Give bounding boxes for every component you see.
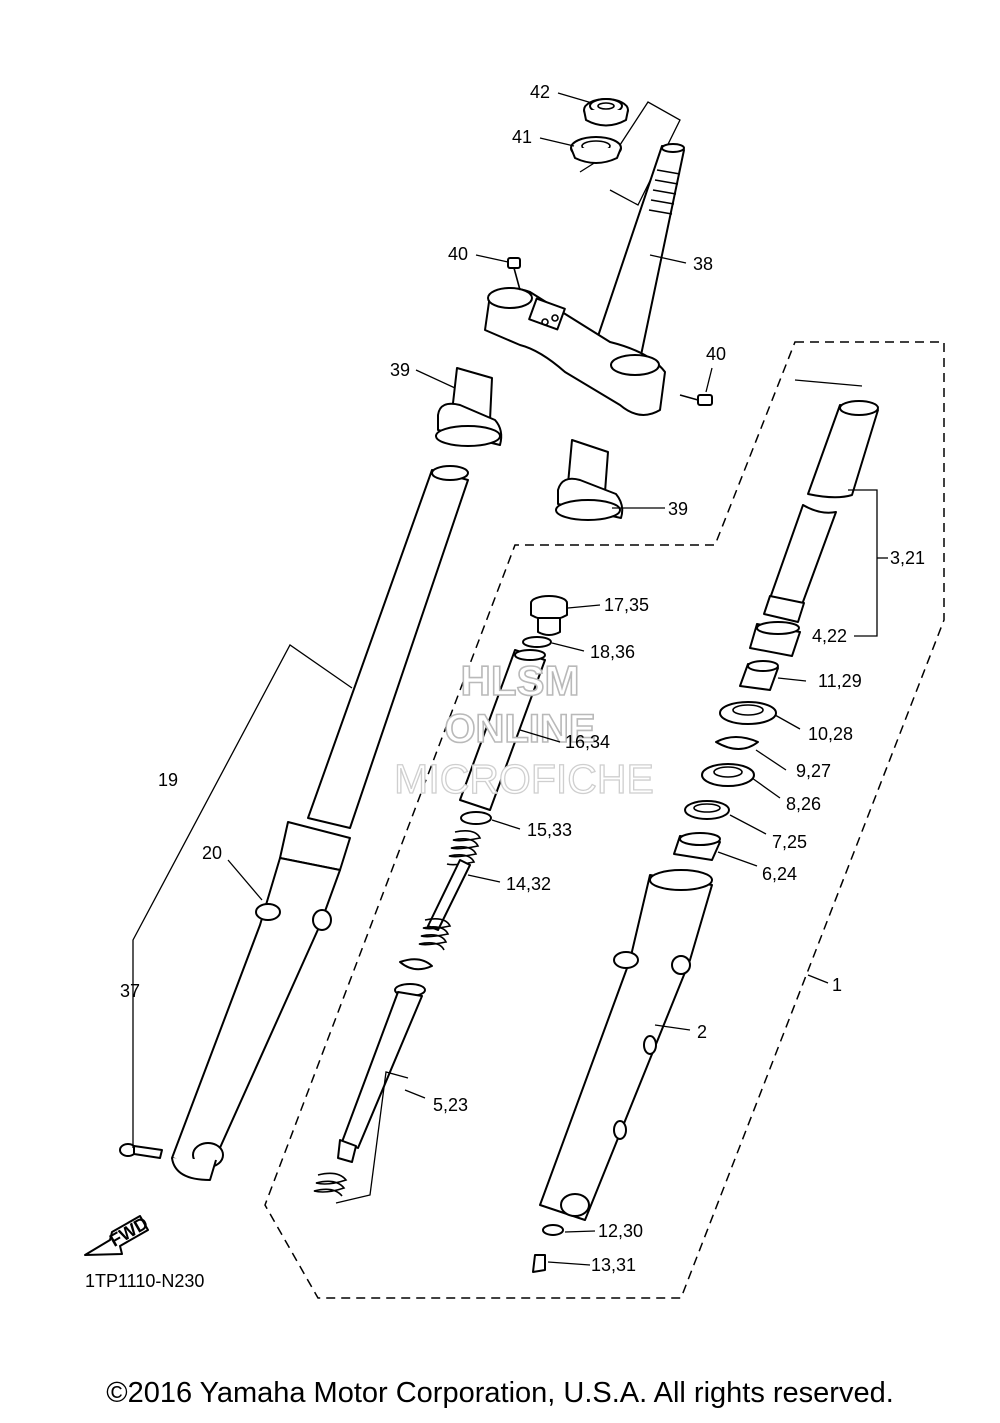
under-bracket-part <box>484 287 666 416</box>
inner-tube-part <box>763 400 879 623</box>
dust-seal-part <box>684 800 730 820</box>
fwd-label: FWD <box>106 1213 151 1251</box>
washer-part <box>719 701 777 725</box>
gasket-part <box>542 1224 564 1236</box>
callout-39: 39 <box>390 360 410 380</box>
steering-stem-part <box>589 143 685 361</box>
copyright-footer: ©2016 Yamaha Motor Corporation, U.S.A. A… <box>106 1377 894 1409</box>
callout-40: 40 <box>706 344 726 364</box>
rebound-spring-part <box>313 1172 348 1197</box>
outer-tube-part <box>539 869 713 1221</box>
callout-5-23: 5,23 <box>433 1095 468 1115</box>
callout-16-34: 16,34 <box>565 732 610 752</box>
bolt-part <box>532 1254 546 1273</box>
callout-7-25: 7,25 <box>772 832 807 852</box>
diagram-code: 1TP1110-N230 <box>85 1271 204 1291</box>
washer-part <box>460 811 492 825</box>
callout-42: 42 <box>530 82 550 102</box>
callout-38: 38 <box>693 254 713 274</box>
bolt-part <box>679 394 713 406</box>
callout-4-22: 4,22 <box>812 626 847 646</box>
dust-seal-part <box>570 136 622 164</box>
bolt-part <box>119 1143 163 1159</box>
callout-2: 2 <box>697 1022 707 1042</box>
callout-13-31: 13,31 <box>591 1255 636 1275</box>
damper-rod-part <box>337 983 426 1163</box>
slide-bushing-part <box>673 832 721 861</box>
callout-17-35: 17,35 <box>604 595 649 615</box>
callout-40: 40 <box>448 244 468 264</box>
bearing-part <box>583 98 629 127</box>
callout-10-28: 10,28 <box>808 724 853 744</box>
callout-11-29: 11,29 <box>818 671 862 691</box>
callout-8-26: 8,26 <box>786 794 821 814</box>
forward-arrow-icon: FWD <box>84 1213 152 1256</box>
callout-3-21: 3,21 <box>890 548 925 568</box>
bolt-part <box>507 257 521 291</box>
leader-lines <box>132 92 888 1266</box>
fork-spring-part <box>418 830 482 951</box>
fork-assembly-boundary <box>264 341 945 1299</box>
watermark-line-1: HLSM <box>461 657 580 704</box>
fork-assembly-part <box>171 465 469 1181</box>
piston-metal-part <box>739 660 779 691</box>
watermark-line-3: MICROFICHE <box>394 756 654 802</box>
fork-cover-part <box>555 439 624 521</box>
callout-15-33: 15,33 <box>527 820 572 840</box>
callout-18-36: 18,36 <box>590 642 635 662</box>
callout-9-27: 9,27 <box>796 761 831 781</box>
callout-37: 37 <box>120 981 140 1001</box>
clip-part <box>715 736 759 750</box>
cap-bolt-part <box>530 595 568 636</box>
o-ring-part <box>522 636 552 648</box>
watermark-line-2: ONLINE <box>444 707 595 751</box>
oil-seal-part <box>701 763 755 787</box>
callout-14-32: 14,32 <box>506 874 551 894</box>
callout-19: 19 <box>158 770 178 790</box>
callout-12-30: 12,30 <box>598 1221 643 1241</box>
callout-20: 20 <box>202 843 222 863</box>
callout-41: 41 <box>512 127 532 147</box>
fork-cover-part <box>435 367 503 447</box>
circlip-part <box>399 958 433 971</box>
callout-1: 1 <box>832 975 842 995</box>
callout-6-24: 6,24 <box>762 864 797 884</box>
callout-39: 39 <box>668 499 688 519</box>
slide-bushing-part <box>749 621 801 657</box>
spacer-part <box>459 649 546 811</box>
